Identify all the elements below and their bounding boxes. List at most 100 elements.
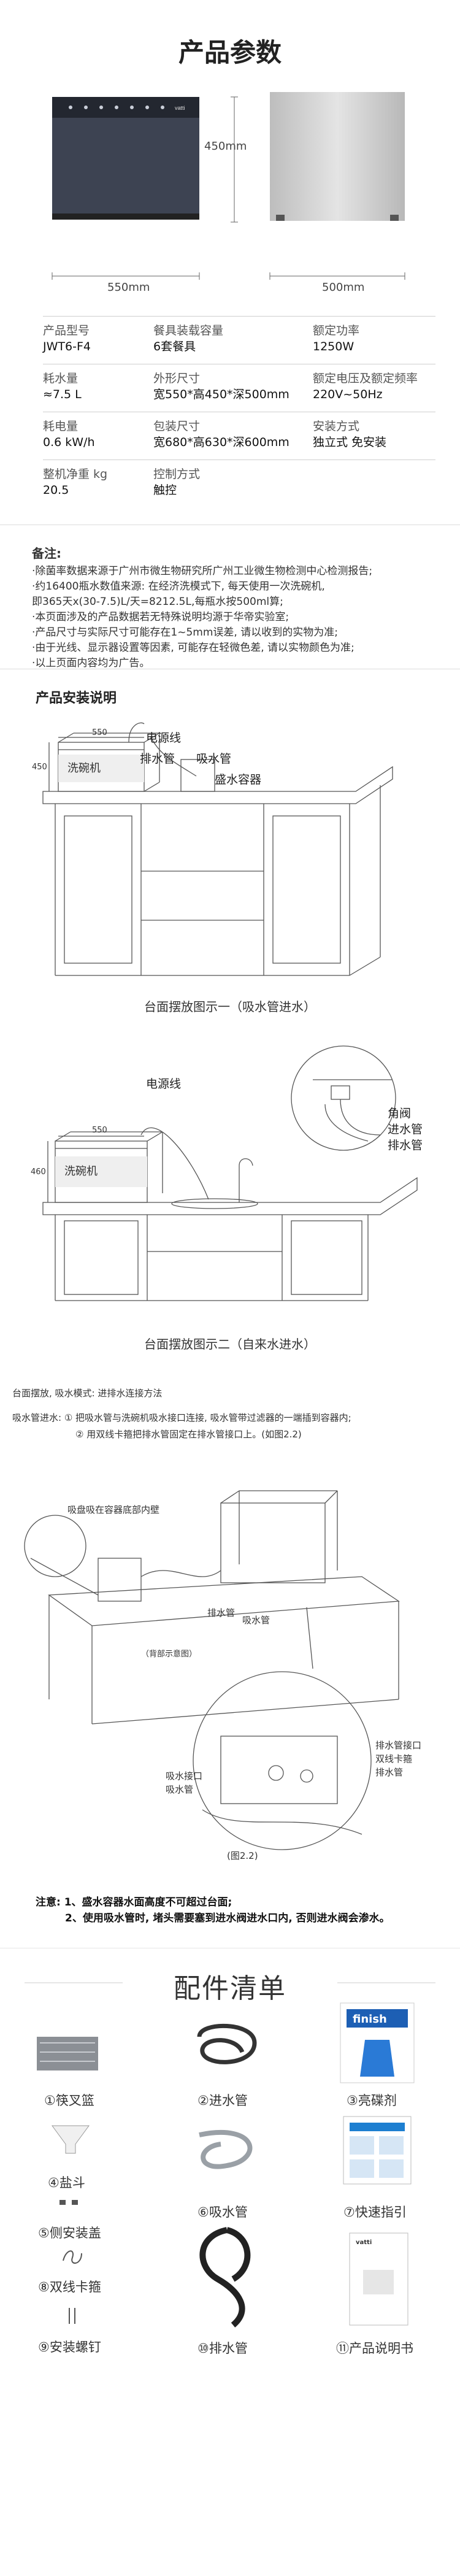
- spec-value: ≈7.5 L: [43, 388, 82, 401]
- rinse-aid-icon: finish: [340, 2002, 415, 2083]
- manual-brand: vatti: [356, 2239, 372, 2246]
- cutlery-basket-icon: [37, 2037, 98, 2070]
- height-dim: 460: [31, 1167, 46, 1177]
- note-line: ·约16400瓶水数值来源: 在经济洗模式下, 每天使用一次洗碗机,: [32, 580, 325, 593]
- salt-funnel-icon: [52, 2125, 90, 2154]
- title-rule: [25, 1982, 435, 1983]
- note-line: ·除菌率数据来源于广州市微生物研究所广州工业微生物检测中心检测报告;: [32, 565, 373, 577]
- notes-block: 备注: ·除菌率数据来源于广州市微生物研究所广州工业微生物检测中心检测报告; ·…: [32, 546, 431, 671]
- width-label: 550mm: [107, 281, 150, 294]
- note-line: ·本页面涉及的产品数据若无特殊说明均源于华帝实验室;: [32, 611, 289, 623]
- clamp-label: 双线卡箍: [375, 1753, 413, 1764]
- notes-title: 备注:: [32, 546, 61, 561]
- back-view-label: （背部示意图）: [141, 1649, 197, 1659]
- install-title: 产品安装说明: [36, 691, 117, 706]
- spec-value: 宽680*高630*深600mm: [153, 436, 289, 449]
- quick-guide-icon: [343, 2116, 412, 2185]
- height-dim: 450: [32, 763, 47, 772]
- spec-value: 0.6 kW/h: [43, 436, 95, 449]
- finish-brand: finish: [353, 2013, 387, 2026]
- method-line: 吸水管进水: ① 把吸水管与洗碗机吸水接口连接, 吸水管带过滤器的一端插到容器内…: [12, 1412, 351, 1423]
- spec-value: JWT6-F4: [43, 340, 91, 353]
- spec-value: 1250W: [313, 340, 355, 353]
- spec-value: 独立式 免安装: [313, 436, 387, 449]
- dishwasher-back-image: [270, 92, 405, 221]
- power-cord-label: 电源线: [146, 731, 182, 745]
- suction-port-label: 吸水接口: [166, 1771, 203, 1782]
- screw-icon: [69, 2308, 75, 2324]
- spec-row: 耗水量 ≈7.5 L 外形尺寸宽550*高450*深500mm 额定电压及额定频率…: [43, 364, 435, 411]
- diagram-two-caption: 台面摆放图示二（自来水进水）: [144, 1337, 316, 1351]
- inlet-pipe-label: 进水管: [388, 1123, 423, 1136]
- note-line: ·产品尺寸与实际尺寸可能存在1~5mm误差, 请以收到的实物为准;: [32, 626, 338, 639]
- accessories-title: 配件清单: [174, 1973, 286, 2004]
- svg-text:vatti: vatti: [175, 105, 185, 111]
- drain-pipe-label: 排水管: [375, 1767, 404, 1778]
- drain-pipe-label: 排水管: [140, 752, 175, 766]
- accessory-label: ④盐斗: [48, 2175, 85, 2190]
- depth-label: 500mm: [322, 281, 365, 294]
- accessory-label: ③亮碟剂: [347, 2093, 397, 2108]
- machine-label: 洗碗机: [64, 1165, 98, 1178]
- note-line: ·以上页面内容均为广告。: [32, 657, 150, 669]
- spec-key: 产品型号: [43, 324, 90, 337]
- suction-pipe-label: 吸水管: [166, 1784, 194, 1795]
- warning-line: 注意: 1、盛水容器水面高度不可超过台面;: [36, 1896, 232, 1909]
- spec-key: 安装方式: [313, 420, 360, 433]
- spec-key: 包装尺寸: [153, 420, 201, 433]
- height-label: 450mm: [204, 140, 247, 153]
- drain-pipe-label: 排水管: [388, 1139, 423, 1152]
- container-label: 盛水容器: [215, 773, 262, 786]
- spec-value: 宽550*高450*深500mm: [153, 388, 289, 401]
- method-line: 台面摆放, 吸水模式: 进排水连接方法: [12, 1388, 163, 1399]
- spec-key: 整机净重 kg: [43, 467, 108, 481]
- drain-pipe-label: 排水管: [207, 1607, 236, 1618]
- accessory-label: ②进水管: [197, 2093, 248, 2108]
- accessory-label: ⑩排水管: [197, 2341, 248, 2356]
- inlet-hose-icon: [197, 2023, 257, 2064]
- install-diagram-three: （背部示意图） (图2.2): [24, 1490, 400, 1861]
- note-line: 即365天x(30-7.5)L/天=8212.5L,每瓶水按500ml算;: [32, 596, 283, 608]
- spec-value: 6套餐具: [153, 340, 196, 353]
- double-clamp-icon: [63, 2250, 82, 2264]
- drain-hose-icon: [199, 2227, 251, 2328]
- suction-hose-icon: [199, 2129, 253, 2169]
- suction-pipe-label: 吸水管: [196, 752, 232, 766]
- accessory-label: ①筷叉篮: [44, 2093, 94, 2108]
- accessory-label: ⑥吸水管: [197, 2205, 248, 2220]
- machine-label: 洗碗机: [67, 762, 101, 775]
- width-dim: 550: [92, 1126, 107, 1135]
- drain-port-label: 排水管接口: [375, 1740, 422, 1751]
- spec-value: 220V~50Hz: [313, 388, 383, 401]
- spec-key: 额定电压及额定频率: [313, 372, 418, 385]
- accessory-label: ⑨安装螺钉: [38, 2340, 101, 2355]
- accessory-label: ⑧双线卡箍: [38, 2280, 101, 2294]
- page-title: 产品参数: [178, 37, 282, 67]
- width-dim: 550: [92, 728, 107, 737]
- install-diagram-two: 洗碗机 550 460: [31, 1045, 418, 1301]
- method-line: ② 用双线卡箍把排水管固定在排水管接口上。(如图2.2): [75, 1429, 302, 1440]
- spec-key: 控制方式: [153, 467, 201, 481]
- install-diagram-one: 洗碗机 550 450: [32, 722, 393, 976]
- diagram-one-caption: 台面摆放图示一（吸水管进水）: [144, 999, 316, 1014]
- manual-icon: vatti: [349, 2232, 408, 2326]
- figure-label: (图2.2): [227, 1850, 258, 1861]
- spec-key: 耗水量: [43, 372, 79, 385]
- dishwasher-front-image: vatti: [52, 97, 199, 220]
- height-dimension-line: [52, 96, 405, 280]
- spec-value: 触控: [153, 483, 177, 497]
- power-cord-label: 电源线: [146, 1077, 182, 1091]
- suction-tip-label: 吸盘吸在容器底部内壁: [67, 1504, 160, 1515]
- accessory-label: ⑦快速指引: [343, 2205, 407, 2220]
- spec-key: 餐具装载容量: [153, 324, 224, 337]
- angle-valve-label: 角阀: [388, 1107, 412, 1120]
- suction-pipe-label: 吸水管: [242, 1615, 270, 1626]
- spec-key: 外形尺寸: [153, 372, 201, 385]
- side-cover-icon: [59, 2200, 78, 2205]
- accessory-label: ⑪产品说明书: [336, 2341, 413, 2356]
- spec-key: 额定功率: [313, 324, 360, 337]
- accessory-label: ⑤侧安装盖: [38, 2226, 101, 2240]
- note-line: ·由于光线、显示器设置等因素, 可能存在轻微色差, 请以实物颜色为准;: [32, 642, 355, 654]
